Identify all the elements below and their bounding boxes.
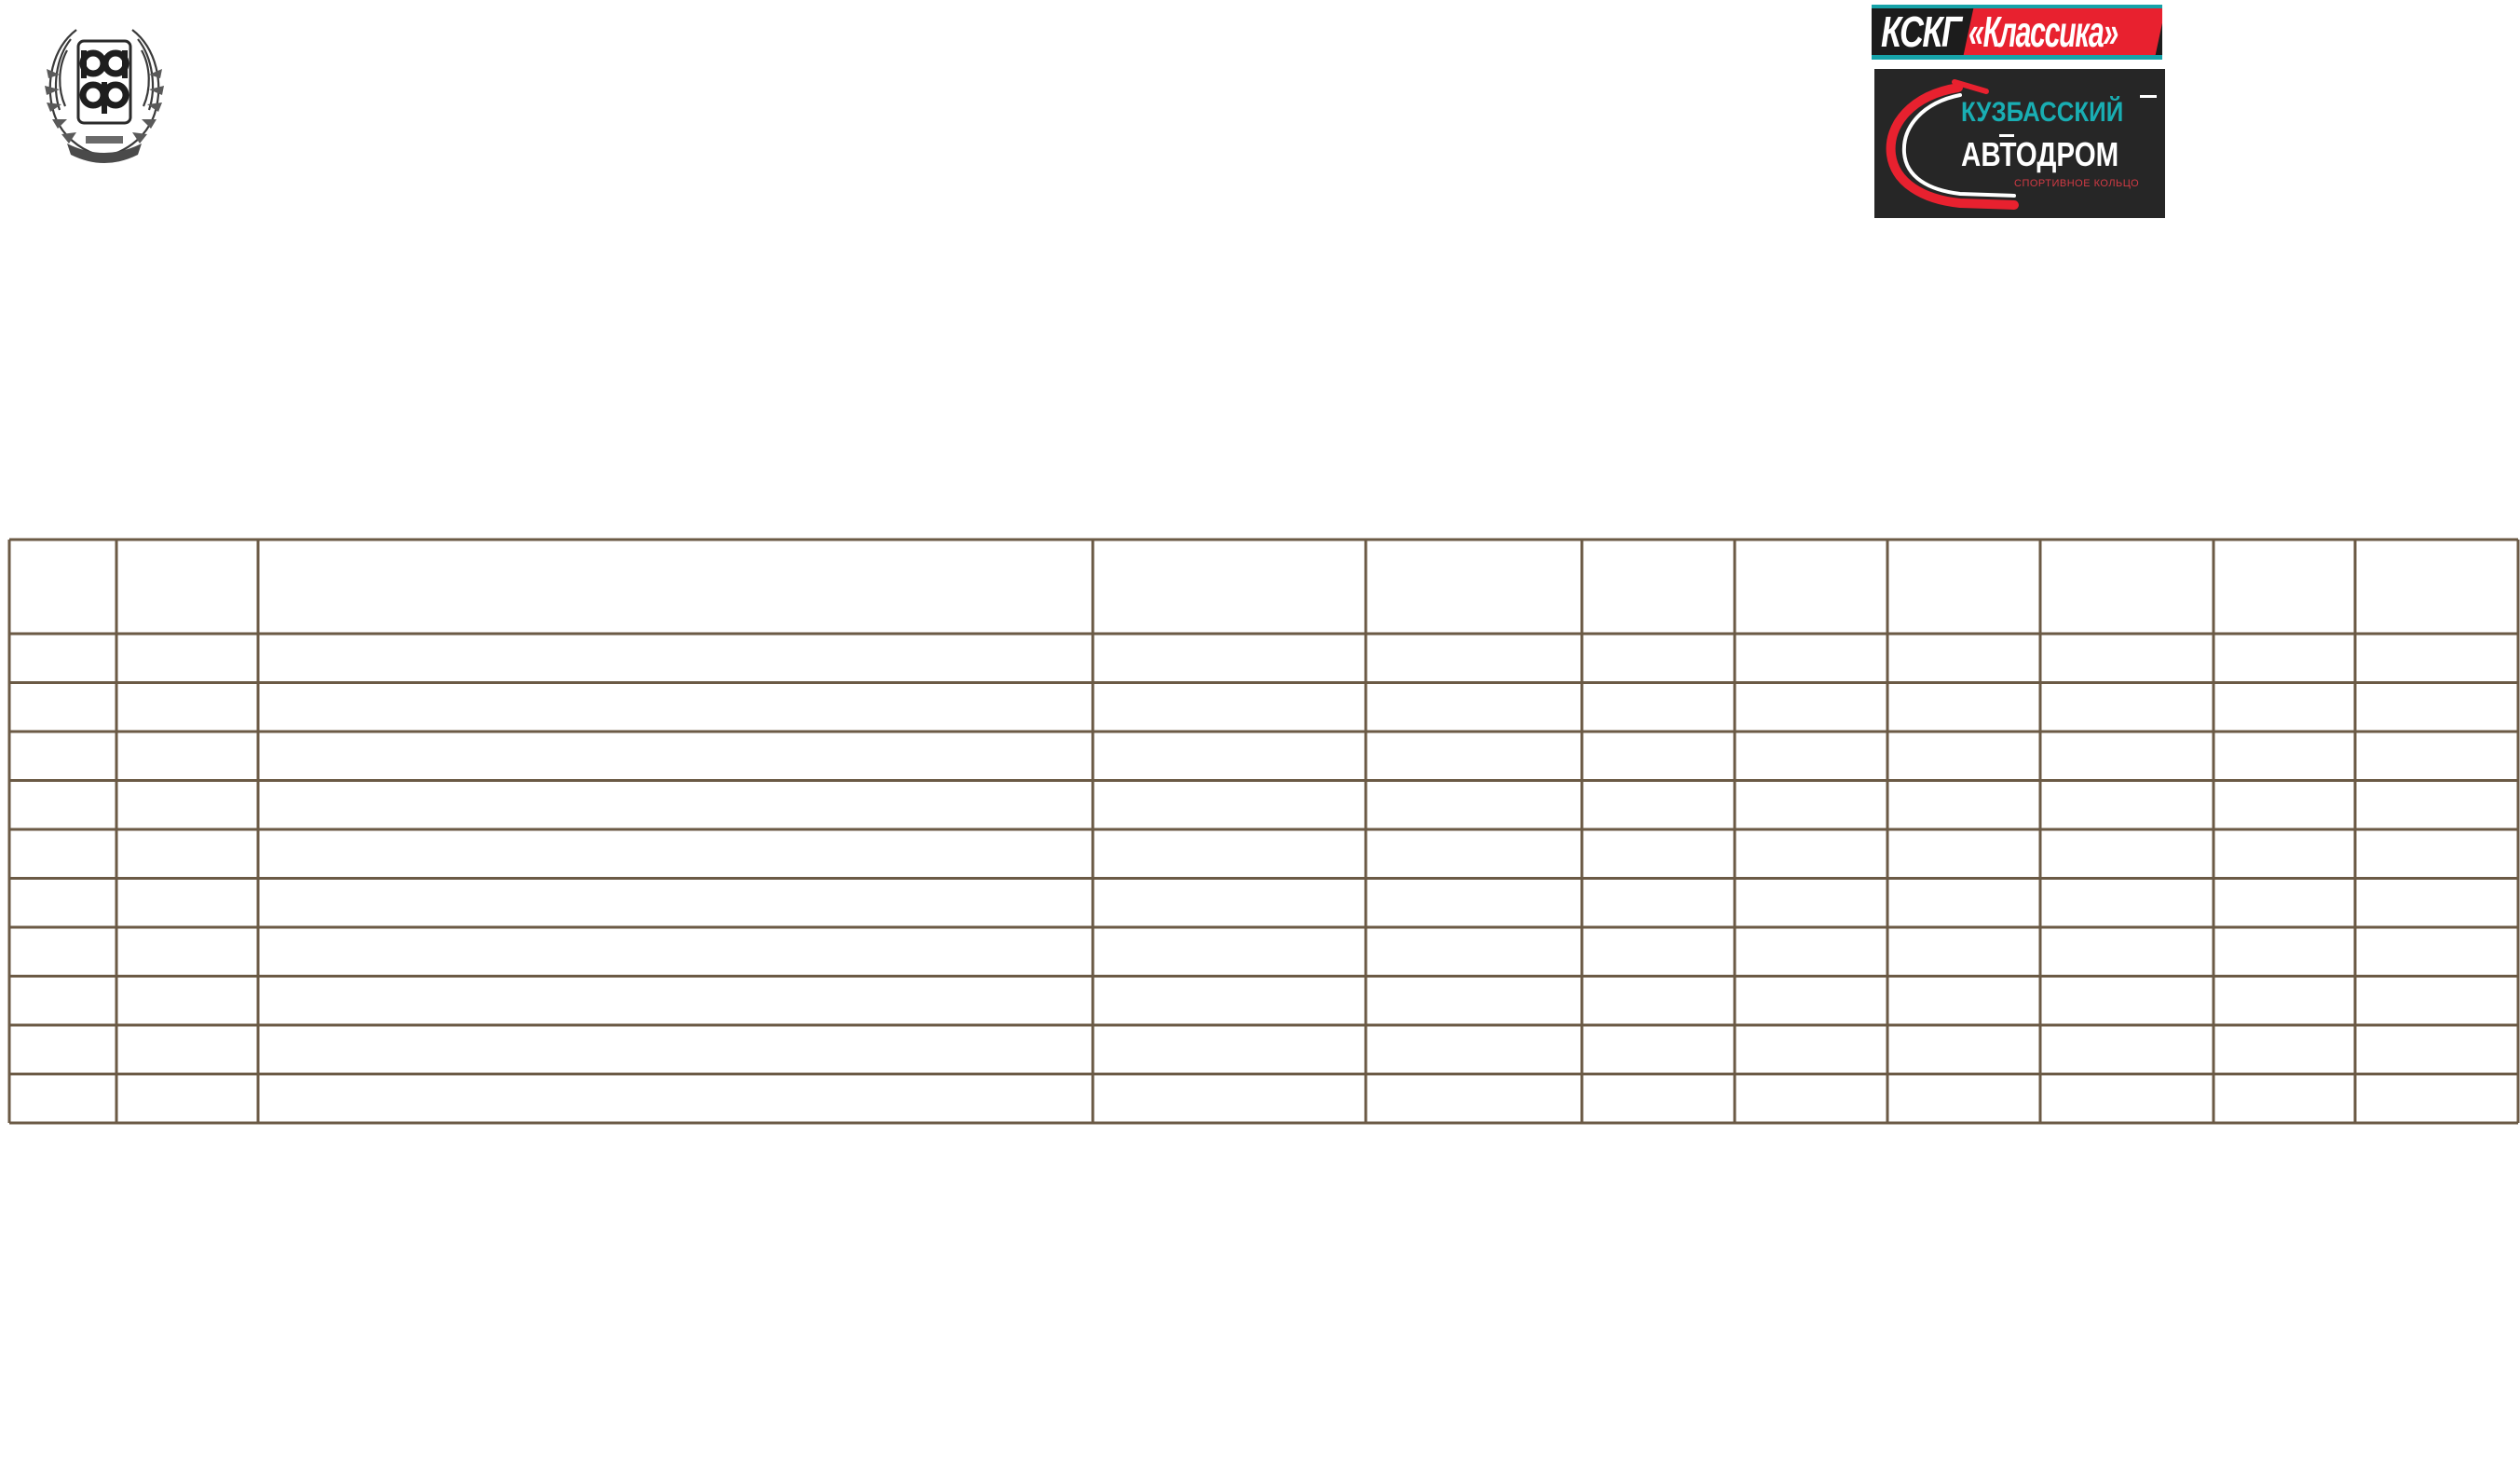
logo-accent-bar <box>1999 134 2014 137</box>
klassika-logo-prefix: КСКГ <box>1881 7 1962 56</box>
results-table <box>7 538 2520 1125</box>
logo-stripe-bottom <box>1872 55 2162 60</box>
race-track-icon <box>1886 79 2019 210</box>
klassika-logo-name: «Классика» <box>1968 7 2118 56</box>
federation-emblem-icon <box>39 13 170 168</box>
avtodrom-logo: КУЗБАССКИЙ АВТОДРОМ СПОРТИВНОЕ КОЛЬЦО <box>1874 69 2165 218</box>
klassika-logo: КСКГ «Классика» <box>1872 5 2162 60</box>
avtodrom-logo-line1: КУЗБАССКИЙ <box>1961 97 2124 128</box>
logo-accent-bar <box>2140 95 2157 98</box>
avtodrom-logo-line2: АВТОДРОМ <box>1961 135 2119 173</box>
avtodrom-logo-line3: СПОРТИВНОЕ КОЛЬЦО <box>2014 178 2140 189</box>
logo-stripe-top <box>1872 5 2162 8</box>
